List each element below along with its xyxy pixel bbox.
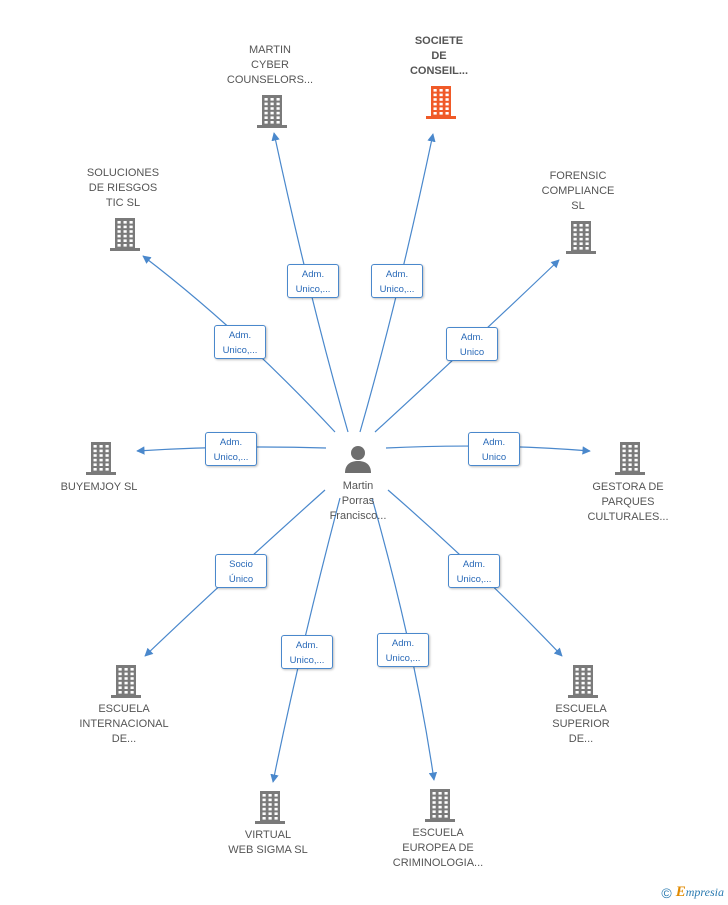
company-label-line: DE: [431, 50, 447, 62]
company-label-line: DE RIESGOS: [88, 182, 158, 194]
role-text: Adm.: [301, 269, 325, 280]
company-label-line: CRIMINOLOGIA...: [392, 857, 484, 869]
role-text: Adm.: [391, 638, 415, 649]
company-label-line: VIRTUAL: [244, 829, 292, 841]
company-label-line: DE...: [568, 733, 594, 745]
company-label-line: CULTURALES...: [587, 511, 669, 523]
role-badge-virtual[interactable]: Adm. Unico,...: [281, 635, 333, 669]
copyright-icon: ©: [661, 884, 672, 901]
role-text: Unico: [459, 347, 485, 358]
role-badge-buyemjoy[interactable]: Adm. Unico,...: [205, 432, 257, 466]
building-icon-soluciones[interactable]: [108, 216, 142, 252]
role-text: Unico,...: [385, 653, 421, 664]
role-badge-escuela-europea[interactable]: Adm. Unico,...: [377, 633, 429, 667]
role-text: Adm.: [462, 559, 486, 570]
building-icon-escuela-europea[interactable]: [423, 787, 457, 823]
role-text: Adm.: [385, 269, 409, 280]
company-label-line: SL: [571, 200, 585, 212]
company-label-gestora[interactable]: GESTORA DE PARQUES CULTURALES...: [563, 480, 693, 525]
role-badge-societe[interactable]: Adm. Unico,...: [371, 264, 423, 298]
company-label-line: COMPLIANCE: [541, 185, 615, 197]
company-label-soluciones[interactable]: SOLUCIONES DE RIESGOS TIC SL: [58, 166, 188, 211]
company-label-line: CONSEIL...: [409, 65, 469, 77]
company-label-line: INTERNACIONAL: [79, 718, 169, 730]
company-label-line: SUPERIOR: [552, 718, 610, 730]
company-label-virtual[interactable]: VIRTUAL WEB SIGMA SL: [203, 828, 333, 858]
building-icon-gestora[interactable]: [613, 440, 647, 476]
company-label-line: TIC SL: [105, 197, 141, 209]
person-icon[interactable]: [342, 443, 374, 475]
company-label-escuela-superior[interactable]: ESCUELA SUPERIOR DE...: [516, 702, 646, 747]
company-label-societe[interactable]: SOCIETE DE CONSEIL...: [374, 34, 504, 79]
company-label-line: CYBER: [251, 59, 289, 71]
company-label-line: SOLUCIONES: [86, 167, 160, 179]
role-badge-escuela-superior[interactable]: Adm. Unico,...: [448, 554, 500, 588]
role-text: Unico,...: [456, 574, 492, 585]
role-text: Adm.: [460, 332, 484, 343]
company-label-line: WEB SIGMA SL: [228, 844, 308, 856]
role-badge-soluciones[interactable]: Adm. Unico,...: [214, 325, 266, 359]
building-icon-societe[interactable]: [424, 84, 458, 120]
role-text: Adm.: [295, 640, 319, 651]
role-text: Unico,...: [213, 452, 249, 463]
role-text: Unico,...: [295, 284, 331, 295]
company-label-line: EUROPEA DE: [402, 842, 474, 854]
building-icon-virtual[interactable]: [253, 789, 287, 825]
building-icon-martin-cyber[interactable]: [255, 93, 289, 129]
company-label-line: ESCUELA: [555, 703, 607, 715]
company-label-line: GESTORA DE: [592, 481, 664, 493]
company-label-line: ESCUELA: [412, 827, 464, 839]
role-badge-forensic[interactable]: Adm. Unico: [446, 327, 498, 361]
company-label-line: ESCUELA: [98, 703, 150, 715]
role-badge-gestora[interactable]: Adm. Unico: [468, 432, 520, 466]
role-text: Unico,...: [379, 284, 415, 295]
building-icon-escuela-internacional[interactable]: [109, 663, 143, 699]
role-text: Adm.: [228, 330, 252, 341]
building-icon-forensic[interactable]: [564, 219, 598, 255]
company-label-forensic[interactable]: FORENSIC COMPLIANCE SL: [513, 169, 643, 214]
role-text: Único: [228, 574, 254, 585]
company-label-line: DE...: [111, 733, 137, 745]
brand-name: mpresia: [685, 885, 724, 899]
company-label-line: BUYEMJOY SL: [60, 481, 138, 493]
role-text: Socio: [229, 559, 253, 570]
company-label-line: SOCIETE: [414, 35, 464, 47]
company-label-escuela-internacional[interactable]: ESCUELA INTERNACIONAL DE...: [59, 702, 189, 747]
company-label-line: MARTIN: [249, 44, 291, 56]
role-text: Unico: [481, 452, 507, 463]
center-person-name[interactable]: Martin Porras Francisco...: [329, 480, 387, 522]
company-label-buyemjoy[interactable]: BUYEMJOY SL: [34, 480, 164, 495]
building-icon-buyemjoy[interactable]: [84, 440, 118, 476]
role-badge-martin-cyber[interactable]: Adm. Unico,...: [287, 264, 339, 298]
company-label-line: PARQUES: [601, 496, 655, 508]
company-label-line: FORENSIC: [549, 170, 607, 182]
building-icon-escuela-superior[interactable]: [566, 663, 600, 699]
role-text: Adm.: [482, 437, 506, 448]
role-text: Adm.: [219, 437, 243, 448]
brand-initial: E: [675, 884, 686, 900]
company-label-martin-cyber[interactable]: MARTIN CYBER COUNSELORS...: [205, 43, 335, 88]
company-label-escuela-europea[interactable]: ESCUELA EUROPEA DE CRIMINOLOGIA...: [373, 826, 503, 871]
role-text: Unico,...: [222, 345, 258, 356]
company-label-line: COUNSELORS...: [226, 74, 314, 86]
role-text: Unico,...: [289, 655, 325, 666]
